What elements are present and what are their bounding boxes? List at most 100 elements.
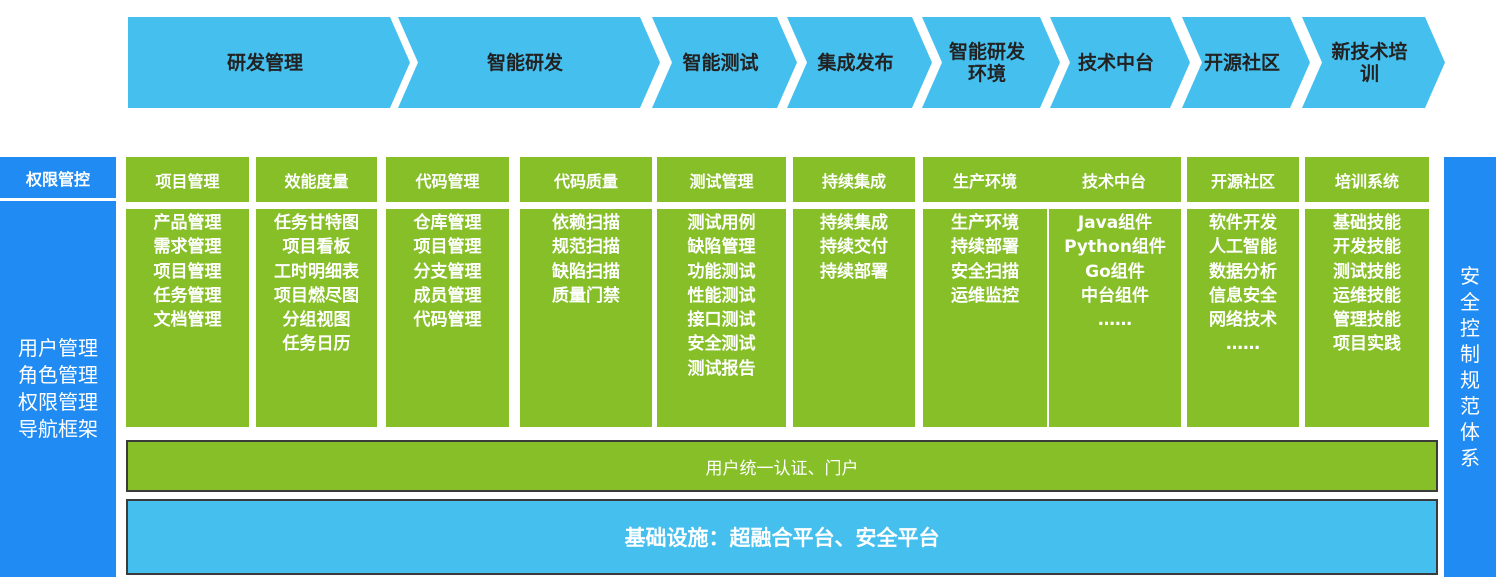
module-item: 运维技能	[1333, 285, 1401, 306]
module-item: 基础技能	[1333, 213, 1401, 233]
module-item: Python组件	[1064, 237, 1166, 258]
module-item: 信息安全	[1209, 285, 1277, 306]
security-spec-char: 范	[1460, 394, 1480, 418]
phase-label: 智能研发	[486, 51, 563, 74]
module-item: 测试用例	[687, 213, 756, 233]
phase-chevron-new-tech-training: 新技术培 训	[1302, 17, 1445, 108]
security-spec-char: 安	[1460, 264, 1480, 288]
module-item: Go组件	[1085, 261, 1145, 282]
permission-item: 角色管理	[18, 363, 98, 387]
module-item: 网络技术	[1209, 310, 1277, 331]
security-spec-char: 体	[1460, 420, 1480, 444]
module-body-training-system: 基础技能 开发技能 测试技能 运维技能 管理技能 项目实践	[1305, 209, 1429, 427]
unified-auth-portal-label: 用户统一认证、门户	[705, 458, 859, 479]
module-item: 仓库管理	[413, 213, 482, 233]
permission-item: 权限管理	[18, 390, 98, 414]
module-title: 代码管理	[415, 171, 480, 191]
module-item: 工时明细表	[274, 261, 359, 282]
permission-control-title: 权限管控	[25, 169, 90, 189]
module-header-test-mgmt: 测试管理	[657, 157, 786, 202]
module-item: 开发技能	[1333, 237, 1401, 258]
module-item: 项目燃尽图	[274, 285, 359, 306]
module-item: 任务管理	[153, 285, 222, 306]
module-item: 数据分析	[1209, 261, 1277, 282]
module-item: 代码管理	[413, 310, 482, 331]
module-body-code-mgmt: 仓库管理 项目管理 分支管理 成员管理 代码管理	[386, 209, 509, 427]
module-item: 性能测试	[687, 285, 756, 306]
module-item: 分支管理	[413, 261, 482, 282]
module-header-code-mgmt: 代码管理	[386, 157, 509, 202]
module-body-open-source: 软件开发 人工智能 数据分析 信息安全 网络技术 ……	[1187, 209, 1299, 427]
security-spec-char: 制	[1460, 342, 1480, 366]
phase-label: 开源社区	[1203, 51, 1280, 74]
module-title: 开源社区	[1210, 171, 1275, 191]
module-item: 安全测试	[687, 334, 756, 355]
phase-label: 智能研发 环境	[948, 40, 1025, 85]
permission-item: 用户管理	[18, 336, 98, 360]
module-item: 缺陷扫描	[552, 261, 620, 282]
module-item: 接口测试	[687, 310, 756, 331]
module-item: 依赖扫描	[552, 213, 620, 233]
permission-control-header: 权限管控	[0, 157, 116, 200]
phase-chevron-smart-dev: 智能研发	[398, 17, 660, 108]
module-item: 人工智能	[1209, 237, 1277, 258]
security-spec-char: 系	[1460, 446, 1480, 470]
phase-chevron-integration-release: 集成发布	[787, 17, 932, 108]
module-item: 测试报告	[687, 358, 756, 379]
module-item: 项目管理	[153, 261, 222, 282]
phase-label: 研发管理	[226, 51, 303, 74]
module-item: ……	[1226, 334, 1260, 355]
module-item: 缺陷管理	[687, 237, 756, 258]
module-item: 项目管理	[413, 237, 482, 258]
infrastructure-label: 基础设施：超融合平台、安全平台	[624, 526, 940, 550]
phase-label: 技术中台	[1077, 51, 1154, 74]
module-title: 技术中台	[1081, 171, 1146, 191]
permission-item: 导航框架	[18, 417, 98, 441]
module-body-tech-platform: Java组件 Python组件 Go组件 中台组件 ……	[1049, 209, 1181, 427]
unified-auth-portal-bar: 用户统一认证、门户	[126, 440, 1438, 492]
module-item: 项目看板	[282, 237, 351, 258]
module-header-continuous-integration: 持续集成	[793, 157, 915, 202]
security-spec-char: 全	[1460, 290, 1480, 314]
module-item: 生产环境	[951, 213, 1019, 233]
module-title: 培训系统	[1334, 171, 1399, 191]
module-header-project-mgmt: 项目管理	[126, 157, 249, 202]
module-item: 项目实践	[1333, 334, 1401, 355]
module-item: 产品管理	[153, 213, 222, 233]
security-spec-char: 规	[1460, 368, 1480, 392]
module-body-project-mgmt: 产品管理 需求管理 项目管理 任务管理 文档管理	[126, 209, 249, 427]
module-item: 持续交付	[820, 237, 888, 258]
module-title: 效能度量	[284, 171, 349, 191]
module-title: 代码质量	[553, 171, 618, 191]
module-item: 功能测试	[687, 261, 756, 282]
security-spec-char: 控	[1460, 316, 1480, 340]
module-item: 任务甘特图	[274, 213, 359, 233]
module-item: 测试技能	[1333, 261, 1401, 282]
phase-label: 新技术培 训	[1331, 40, 1408, 85]
module-title: 生产环境	[952, 171, 1017, 191]
module-header-code-quality: 代码质量	[520, 157, 652, 202]
module-item: 分组视图	[282, 310, 351, 331]
module-header-efficiency-metrics: 效能度量	[256, 157, 377, 202]
phase-chevron-smart-test: 智能测试	[652, 17, 797, 108]
module-header-training-system: 培训系统	[1305, 157, 1429, 202]
module-header-open-source: 开源社区	[1187, 157, 1299, 202]
permission-control-body: 用户管理 角色管理 权限管理 导航框架	[0, 201, 116, 577]
module-title: 项目管理	[155, 171, 220, 191]
module-item: ……	[1098, 310, 1132, 331]
module-item: 任务日历	[282, 334, 351, 355]
module-header-tech-platform: 技术中台	[1047, 157, 1181, 202]
module-item: 管理技能	[1333, 310, 1401, 331]
module-title: 持续集成	[821, 171, 886, 191]
module-title: 测试管理	[689, 171, 754, 191]
module-item: 规范扫描	[552, 237, 620, 258]
module-item: 文档管理	[153, 310, 222, 331]
phase-chevron-smart-dev-env: 智能研发 环境	[922, 17, 1060, 108]
module-item: 成员管理	[413, 285, 482, 306]
module-body-test-mgmt: 测试用例 缺陷管理 功能测试 性能测试 接口测试 安全测试 测试报告	[657, 209, 786, 427]
phase-label: 集成发布	[817, 51, 894, 74]
module-item: 运维监控	[951, 285, 1019, 306]
module-body-code-quality: 依赖扫描 规范扫描 缺陷扫描 质量门禁	[520, 209, 652, 427]
module-body-continuous-integration: 持续集成 持续交付 持续部署	[793, 209, 915, 427]
module-item: 质量门禁	[552, 285, 620, 306]
